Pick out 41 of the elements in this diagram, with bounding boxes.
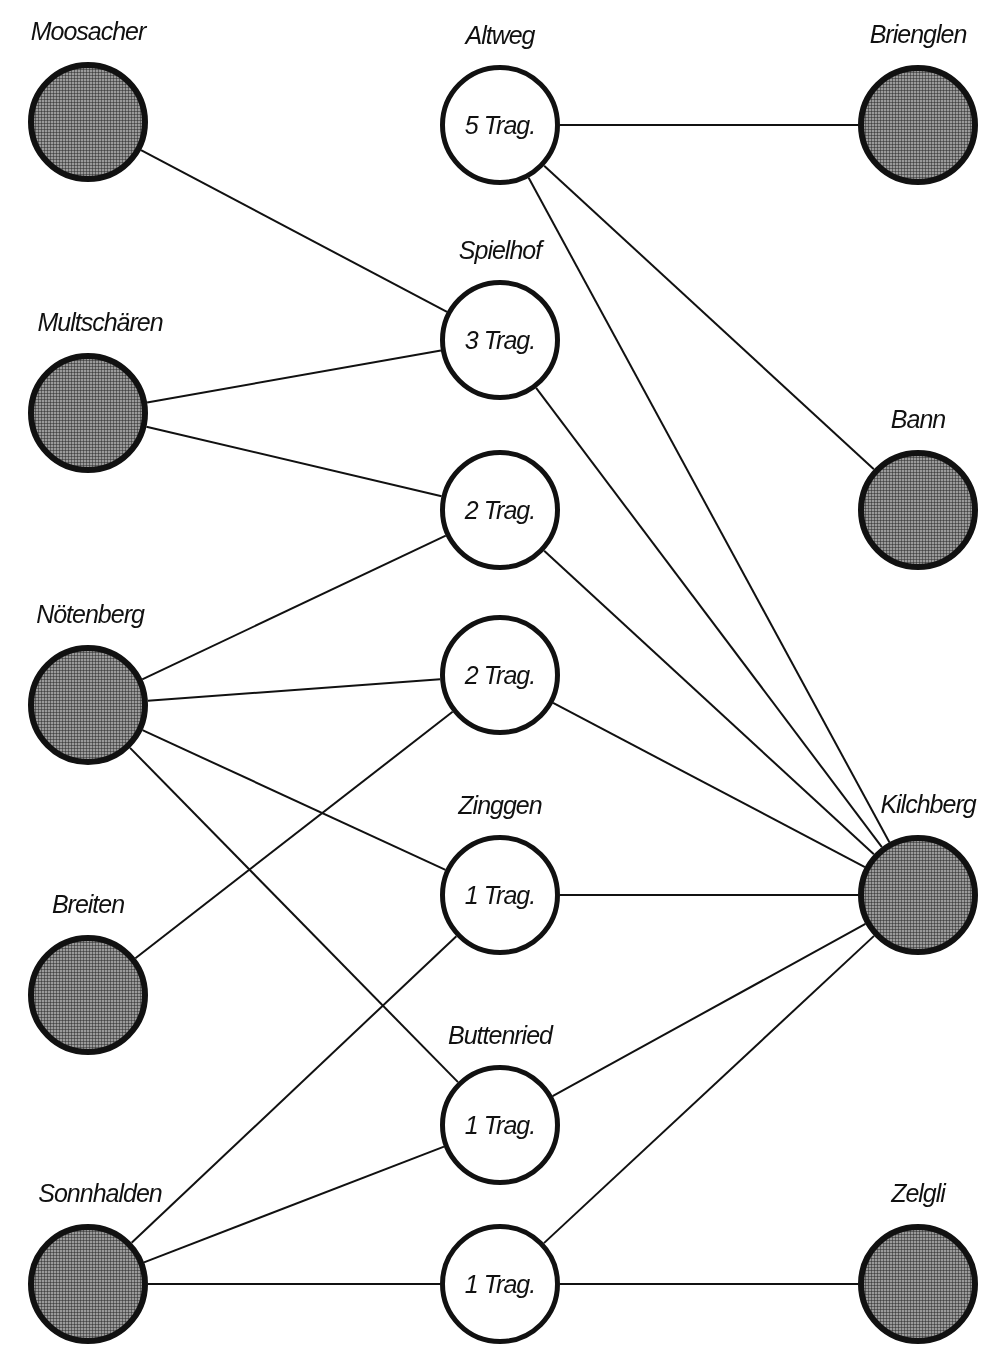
count-label: 2 Trag. (464, 660, 536, 690)
count-label: 3 Trag. (464, 325, 536, 355)
connector-line (559, 124, 859, 126)
connector-line (559, 894, 859, 896)
place-name: Sonnhalden (38, 1179, 162, 1208)
connector-line (543, 549, 875, 856)
count-label: 1 Trag. (464, 1110, 536, 1140)
connector-line (146, 678, 442, 702)
count-label: 1 Trag. (464, 1269, 536, 1299)
count-label: 2 Trag. (464, 495, 536, 525)
place-name: Spielhof (458, 236, 542, 265)
place-name: Nötenberg (36, 600, 144, 629)
place-name: Altweg (465, 21, 535, 50)
connector-line (552, 701, 866, 869)
connector-line (559, 1283, 859, 1285)
connector-line (535, 386, 883, 849)
place-name: Bann (890, 405, 946, 434)
place-name: Breiten (51, 890, 125, 919)
connector-line (527, 176, 891, 844)
connector-line (147, 1283, 441, 1285)
count-label: 5 Trag. (464, 110, 536, 140)
connector-line (141, 534, 447, 681)
place-name: Moosacher (30, 17, 146, 46)
connector-line (141, 729, 447, 871)
connector-line (129, 746, 459, 1084)
place-name: Zelgli (891, 1179, 945, 1208)
connector-line (551, 922, 867, 1098)
place-name: Multschären (37, 308, 163, 337)
place-name: Buttenried (448, 1021, 552, 1050)
connector-line (145, 425, 443, 498)
connector-line (143, 1145, 445, 1264)
connector-line (543, 164, 875, 471)
connector-line (542, 934, 876, 1245)
count-label: 1 Trag. (464, 880, 536, 910)
connector-line (146, 349, 442, 404)
connector-line (134, 710, 454, 960)
connector-line (130, 935, 458, 1244)
connector-line (140, 149, 448, 313)
place-name: Zinggen (458, 791, 542, 820)
place-name: Brienglen (869, 20, 967, 49)
place-name: Kilchberg (880, 790, 976, 819)
